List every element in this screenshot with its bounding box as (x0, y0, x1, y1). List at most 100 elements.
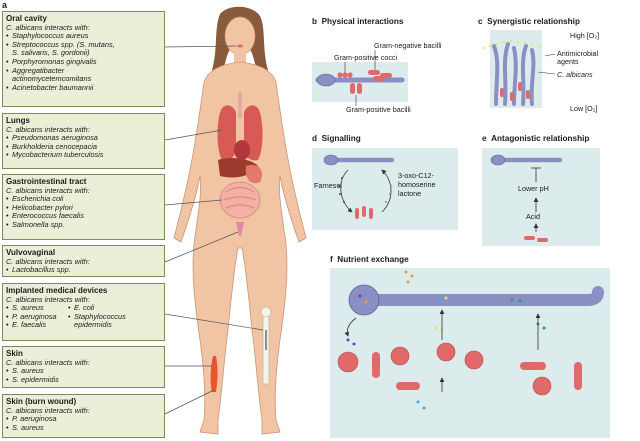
panel-e-letter: e (482, 134, 487, 143)
organism-item: P. aeruginosa (6, 312, 68, 322)
panel-d-bacteria (355, 206, 373, 219)
site-title: Skin (6, 349, 23, 358)
organism-item: Enterococcus faecalis (6, 212, 161, 221)
panel-f-hypha (348, 284, 604, 316)
label-farnesol: Farnesol (314, 181, 342, 190)
organism-item: actinomycetemcomitans (12, 74, 92, 84)
site-box-burn-wound: Skin (burn wound) C. albicans interacts … (2, 394, 165, 438)
organism-item: Helicobacter pylori (6, 203, 161, 213)
organism-item: epidermidis (74, 320, 112, 330)
site-title: Skin (burn wound) (6, 397, 77, 406)
organism-item: S. salivaris, S. gordonii) (12, 48, 90, 58)
panel-d-title-text: Signalling (321, 134, 361, 143)
organism-item: Salmonella spp. (6, 220, 161, 230)
panel-e-hypha (490, 154, 563, 166)
organism-item: Burkholderia cenocepacia (6, 142, 161, 152)
panel-c-letter: c (478, 17, 483, 26)
organism-item: Mycobacterium tuberculosis (6, 151, 161, 160)
organism-item: Aggregatibacter (6, 66, 161, 76)
label-agents: agents (557, 57, 579, 66)
panel-f-nutrient-dots (346, 270, 546, 410)
site-intro: C. albicans interacts with: (6, 22, 90, 32)
panel-e-title: e Antagonistic relationship (482, 134, 589, 143)
site-title: Implanted medical devices (6, 286, 108, 295)
panel-d-molecule-dots (338, 177, 345, 203)
label-low-o2: Low [O₂] (570, 104, 598, 113)
label-lactone-line3: lactone (398, 189, 422, 198)
panel-e-arrows (531, 167, 541, 232)
site-box-lungs: Lungs C. albicans interacts with: Pseudo… (2, 113, 165, 169)
site-title: Gastrointestinal tract (6, 177, 87, 186)
panel-f-microbe-cells (337, 342, 582, 396)
panel-e-bacteria (524, 236, 548, 242)
panel-f-letter: f (330, 255, 333, 264)
site-intro: C. albicans interacts with: (6, 256, 90, 266)
site-title: Vulvovaginal (6, 248, 56, 257)
label-high-o2: High [O₂] (570, 31, 600, 40)
label-lactone-line2: homoserine (398, 180, 436, 189)
organism-item: Lactobacillus spp. (6, 266, 161, 275)
site-intro: C. albicans interacts with: (6, 294, 90, 304)
site-title: Oral cavity (6, 14, 47, 23)
organism-item: Porphyromonas gingivalis (6, 57, 161, 67)
organism-item: P. aeruginosa (6, 415, 161, 424)
panel-a-letter: a (2, 0, 8, 10)
label-c-albicans: C. albicans (557, 70, 593, 79)
label-gram-positive-bacilli: Gram-positive bacilli (346, 105, 411, 114)
site-box-vulvovaginal: Vulvovaginal C. albicans interacts with:… (2, 245, 165, 277)
organism-item: Staphylococcus (68, 312, 161, 322)
panel-f-title: f Nutrient exchange (330, 255, 409, 264)
panel-c-agents-pointer (544, 53, 556, 57)
site-intro: C. albicans interacts with: (6, 124, 90, 134)
organism-item: E. faecalis (6, 321, 68, 330)
site-box-gi-tract: Gastrointestinal tract C. albicans inter… (2, 174, 165, 240)
organism-item: S. aureus (6, 367, 161, 376)
implant-device-icon (260, 306, 272, 385)
panel-d-title: d Signalling (312, 134, 361, 143)
panel-b-title: b Physical interactions (312, 17, 404, 26)
panel-c-calbicans-pointer (537, 71, 556, 75)
site-intro: C. albicans interacts with: (6, 405, 90, 415)
organism-item: Streptococcus spp. (S. mutans, (6, 40, 161, 50)
panel-c-biofilm-hyphae (492, 42, 536, 106)
site-intro: C. albicans interacts with: (6, 185, 90, 195)
human-body-figure (173, 6, 307, 435)
panel-c-antimicrobial-dots (482, 39, 541, 50)
panel-b-pointers (344, 50, 376, 106)
panel-b-bacteria (337, 70, 392, 94)
label-gram-negative-bacilli: Gram-negative bacilli (374, 41, 442, 50)
panel-d-lactone-dots (385, 177, 392, 203)
panel-c-title-text: Synergistic relationship (487, 17, 580, 26)
organism-item: S. epidermidis (6, 375, 161, 385)
panel-d-hypha (323, 154, 395, 166)
site-box-skin: Skin C. albicans interacts with: S. aure… (2, 346, 165, 388)
panel-b-hypha (315, 73, 405, 87)
organism-item: S. aureus (6, 304, 68, 313)
panel-d-letter: d (312, 134, 318, 143)
panel-c-title: c Synergistic relationship (478, 17, 580, 26)
organism-item: Pseudomonas aeruginosa (6, 134, 161, 143)
organism-item: Staphylococcus aureus (6, 32, 161, 41)
panel-d-signal-arrows (340, 169, 392, 213)
label-lower-ph: Lower pH (518, 184, 549, 193)
panel-b-title-text: Physical interactions (321, 17, 404, 26)
organism-item: S. aureus (6, 423, 161, 433)
label-gram-positive-cocci: Gram-positive cocci (334, 53, 398, 62)
site-box-medical-devices: Implanted medical devices C. albicans in… (2, 283, 165, 341)
site-title: Lungs (6, 116, 30, 125)
panel-e-title-text: Antagonistic relationship (491, 134, 590, 143)
organism-item: Acinetobacter baumannii (6, 83, 161, 93)
site-box-oral-cavity: Oral cavity C. albicans interacts with: … (2, 11, 165, 107)
organism-item: E. coli (68, 304, 161, 313)
label-acid: Acid (526, 212, 540, 221)
organism-item: Escherichia coli (6, 195, 161, 204)
panel-f-exchange-arrows (344, 309, 541, 392)
label-lactone-line1: 3-oxo-C12- (398, 171, 434, 180)
label-antimicrobial: Antimicrobial (557, 49, 599, 58)
site-intro: C. albicans interacts with: (6, 357, 90, 367)
panel-f-title-text: Nutrient exchange (337, 255, 409, 264)
panel-c-bacteria (500, 82, 530, 101)
leader-lines (164, 45, 264, 415)
panel-b-letter: b (312, 17, 318, 26)
